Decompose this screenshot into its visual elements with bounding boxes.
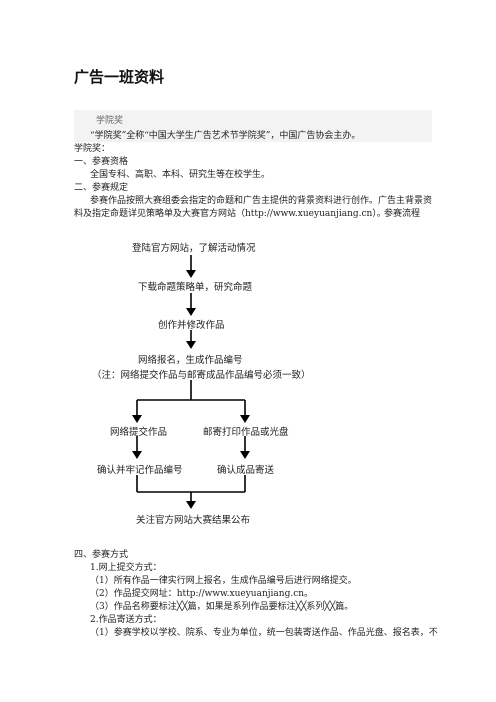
flow-step-login: 登陆官方网站，了解活动情况	[132, 243, 256, 254]
section1-text: 全国专科、高职、本科、研究生等在校学生。	[90, 170, 271, 180]
award-label: 学院奖	[96, 116, 124, 126]
flow-left-confirm: 确认并牢记作品编号	[97, 465, 183, 476]
intro-shaded-block	[74, 110, 432, 142]
section4-heading: 四、参赛方式	[74, 550, 129, 560]
section4-sub1: 1.网上提交方式：	[90, 563, 162, 573]
award-colon-label: 学院奖：	[74, 144, 111, 154]
section4-item1: （1）所有作品一律实行网上报名，生成作品编号后进行网络提交。	[90, 576, 357, 586]
flow-right-branch: 邮寄打印作品或光盘	[203, 427, 289, 438]
flow-step-download: 下载命题策略单，研究命题	[138, 282, 253, 293]
flow-step-create: 创作并修改作品	[158, 320, 225, 331]
section4-item3: （3）作品名称要标注╳╳篇，如果是系列作品要标注╳╳系列╳╳篇。	[90, 602, 354, 612]
page-title: 广告一班资料	[74, 68, 165, 86]
flow-final: 关注官方网站大赛结果公布	[136, 515, 251, 526]
section2-heading: 二、参赛规定	[74, 183, 129, 193]
section4-item2: （2）作品提交网址：http://www.xueyuanjiang.cn。	[90, 589, 314, 599]
flow-connectors	[132, 255, 250, 509]
flow-left-branch: 网络提交作品	[110, 427, 168, 438]
flow-note: （注：网络提交作品与邮寄成品作品编号必须一致）	[92, 370, 311, 381]
section4-sub2: 2.作品寄送方式：	[90, 615, 162, 625]
section4-item4: （1）参赛学校以学校、院系、专业为单位，统一包装寄送作品、作品光盘、报名表，不	[90, 628, 438, 638]
section2-line2: 料及指定命题详见策略单及大赛官方网站（http://www.xueyuanjia…	[74, 209, 386, 219]
flow-step-register: 网络报名，生成作品编号	[138, 355, 243, 366]
award-description: “学院奖”全称“中国大学生广告艺术节学院奖”，中国广告协会主办。	[90, 131, 361, 141]
flow-right-confirm: 确认成品寄送	[217, 465, 275, 476]
process-label: 参赛流程	[384, 209, 421, 219]
section2-line1: 参赛作品按照大赛组委会指定的命题和广告主提供的背景资料进行创作。广告主背景资	[90, 196, 433, 206]
section1-heading: 一、参赛资格	[74, 157, 129, 167]
